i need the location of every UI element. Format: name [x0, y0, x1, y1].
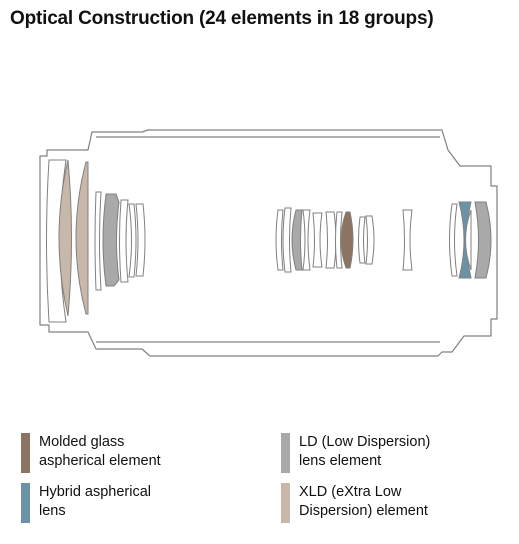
lens-element-10: [282, 207, 292, 273]
legend-label: Hybrid aspherical: [39, 484, 152, 500]
lens-element-3-xld: [75, 161, 89, 315]
lens-barrel-inner-line: [96, 136, 440, 343]
lens-element-17: [358, 216, 366, 264]
lens-element-7: [128, 203, 137, 278]
lens-element-23-ld: [474, 201, 492, 279]
legend-label: Molded glass: [39, 434, 125, 450]
legend-swatch-xld: [281, 483, 290, 523]
legend-item-xld: XLD (eXtra Low Dispersion) element: [281, 483, 428, 523]
legend-label: lens element: [299, 453, 382, 469]
legend-swatch-ld: [281, 433, 290, 473]
lens-element-13: [312, 212, 323, 268]
legend-item-molded-glass: Molded glass aspherical element: [21, 433, 161, 473]
lens-element-15: [335, 211, 343, 269]
lens-element-20: [449, 203, 458, 277]
lens-element-5-ld: [102, 193, 120, 287]
legend-label: lens: [39, 503, 66, 519]
legend-label: aspherical element: [39, 453, 161, 469]
legend-swatch-hybrid-aspherical: [21, 483, 30, 523]
diagram-title: Optical Construction (24 elements in 18 …: [10, 8, 434, 29]
lens-element-11-ld: [291, 209, 303, 271]
legend-label: XLD (eXtra Low: [299, 484, 402, 500]
lens-element-16-molded-asph: [340, 211, 354, 269]
lens-element-6: [119, 199, 129, 283]
lens-cross-section-diagram: [39, 129, 498, 357]
legend-label: LD (Low Dispersion): [299, 434, 431, 450]
lens-element-4: [94, 191, 102, 291]
lens-element-12: [302, 209, 311, 271]
legend-label: Dispersion) element: [299, 503, 428, 519]
legend-item-ld: LD (Low Dispersion) lens element: [281, 433, 430, 473]
lens-element-19: [402, 209, 413, 271]
lens-element-22: [465, 209, 472, 271]
lens-element-18: [365, 215, 375, 265]
lens-barrel-outline: [39, 129, 498, 357]
lens-element-14: [325, 211, 337, 269]
lens-element-8: [135, 203, 146, 277]
lens-element-2-xld: [58, 159, 72, 317]
legend-item-hybrid-aspherical: Hybrid aspherical lens: [21, 483, 151, 523]
legend-swatch-molded-glass: [21, 433, 30, 473]
lens-element-9: [275, 209, 284, 271]
